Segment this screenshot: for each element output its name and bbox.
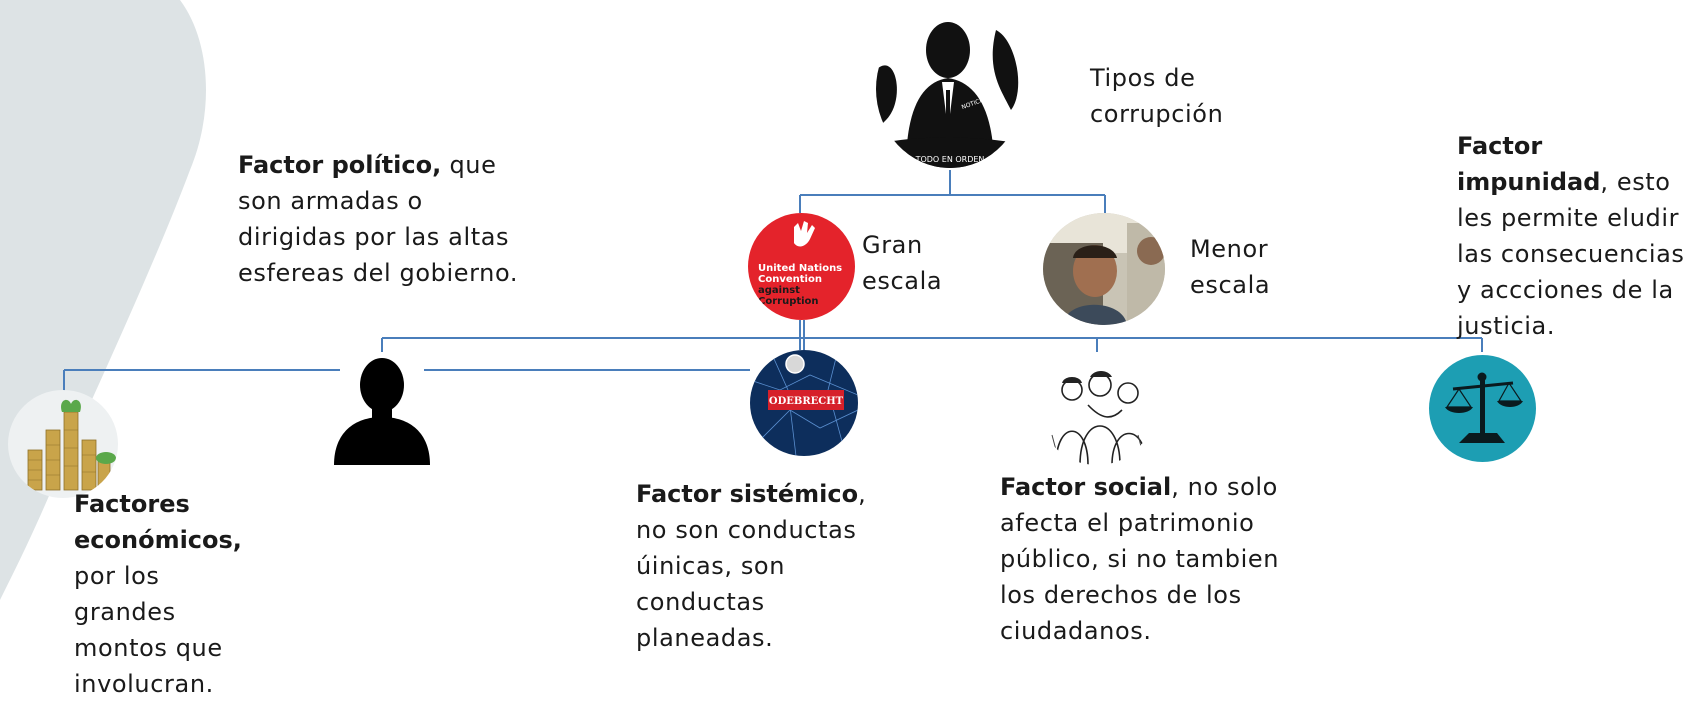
factor-sistemico-text: , no son conductas úinicas, son conducta…: [636, 480, 867, 652]
crowd-illustration-image: [1042, 365, 1152, 465]
un-poster-line1: United Nations: [758, 263, 842, 274]
cartoon-seal-text: TODO EN ORDEN: [915, 155, 985, 164]
factor-impunidad-label: Factor impunidad, esto les permite eludi…: [1457, 128, 1689, 344]
un-poster-line2: Convention: [758, 274, 822, 285]
factor-social-label: Factor social, no solo afecta el patrimo…: [1000, 469, 1300, 649]
corruption-cartoon-image: TODO EN ORDEN NOTICIA: [876, 10, 1024, 168]
type-gran-escala-label: Gran escala: [862, 227, 952, 299]
factor-sistemico-label: Factor sistémico, no son conductas úinic…: [636, 476, 886, 656]
factor-economicos-text: por los grandes montos que involucran.: [74, 562, 223, 698]
factor-economicos-title: Factores económicos,: [74, 490, 242, 554]
factor-impunidad-title: Factor impunidad: [1457, 132, 1601, 196]
factor-social-text: , no solo afecta el patrimonio público, …: [1000, 473, 1280, 645]
menor-escala-text: Menor escala: [1190, 235, 1271, 299]
odebrecht-logo-text: ODEBRECHT: [769, 396, 844, 407]
factor-politico-title: Factor político,: [238, 151, 442, 179]
person-silhouette-icon: [330, 355, 434, 465]
factor-politico-text: que son armadas o dirigidas por las alta…: [238, 151, 519, 287]
root-title-text: Tipos de corrupción: [1090, 64, 1224, 128]
un-poster-line4: Corruption: [758, 296, 819, 307]
coins-icon: [8, 390, 118, 498]
factor-sistemico-title: Factor sistémico: [636, 480, 859, 508]
factor-politico-label: Factor político, que son armadas o dirig…: [238, 147, 528, 291]
odebrecht-image: ODEBRECHT: [750, 350, 858, 456]
factor-social-title: Factor social: [1000, 473, 1172, 501]
gran-escala-text: Gran escala: [862, 231, 943, 295]
root-title-label: Tipos de corrupción: [1090, 60, 1280, 132]
un-poster-line3: against: [758, 285, 800, 296]
car-window-photo: [1043, 213, 1165, 325]
un-convention-image: United Nations Convention against Corrup…: [748, 213, 855, 320]
scales-of-justice-icon: [1429, 355, 1536, 462]
type-menor-escala-label: Menor escala: [1190, 231, 1300, 303]
factor-economicos-label: Factores económicos, por los grandes mon…: [74, 486, 264, 702]
factor-impunidad-text: , esto les permite eludir las consecuenc…: [1457, 168, 1685, 340]
